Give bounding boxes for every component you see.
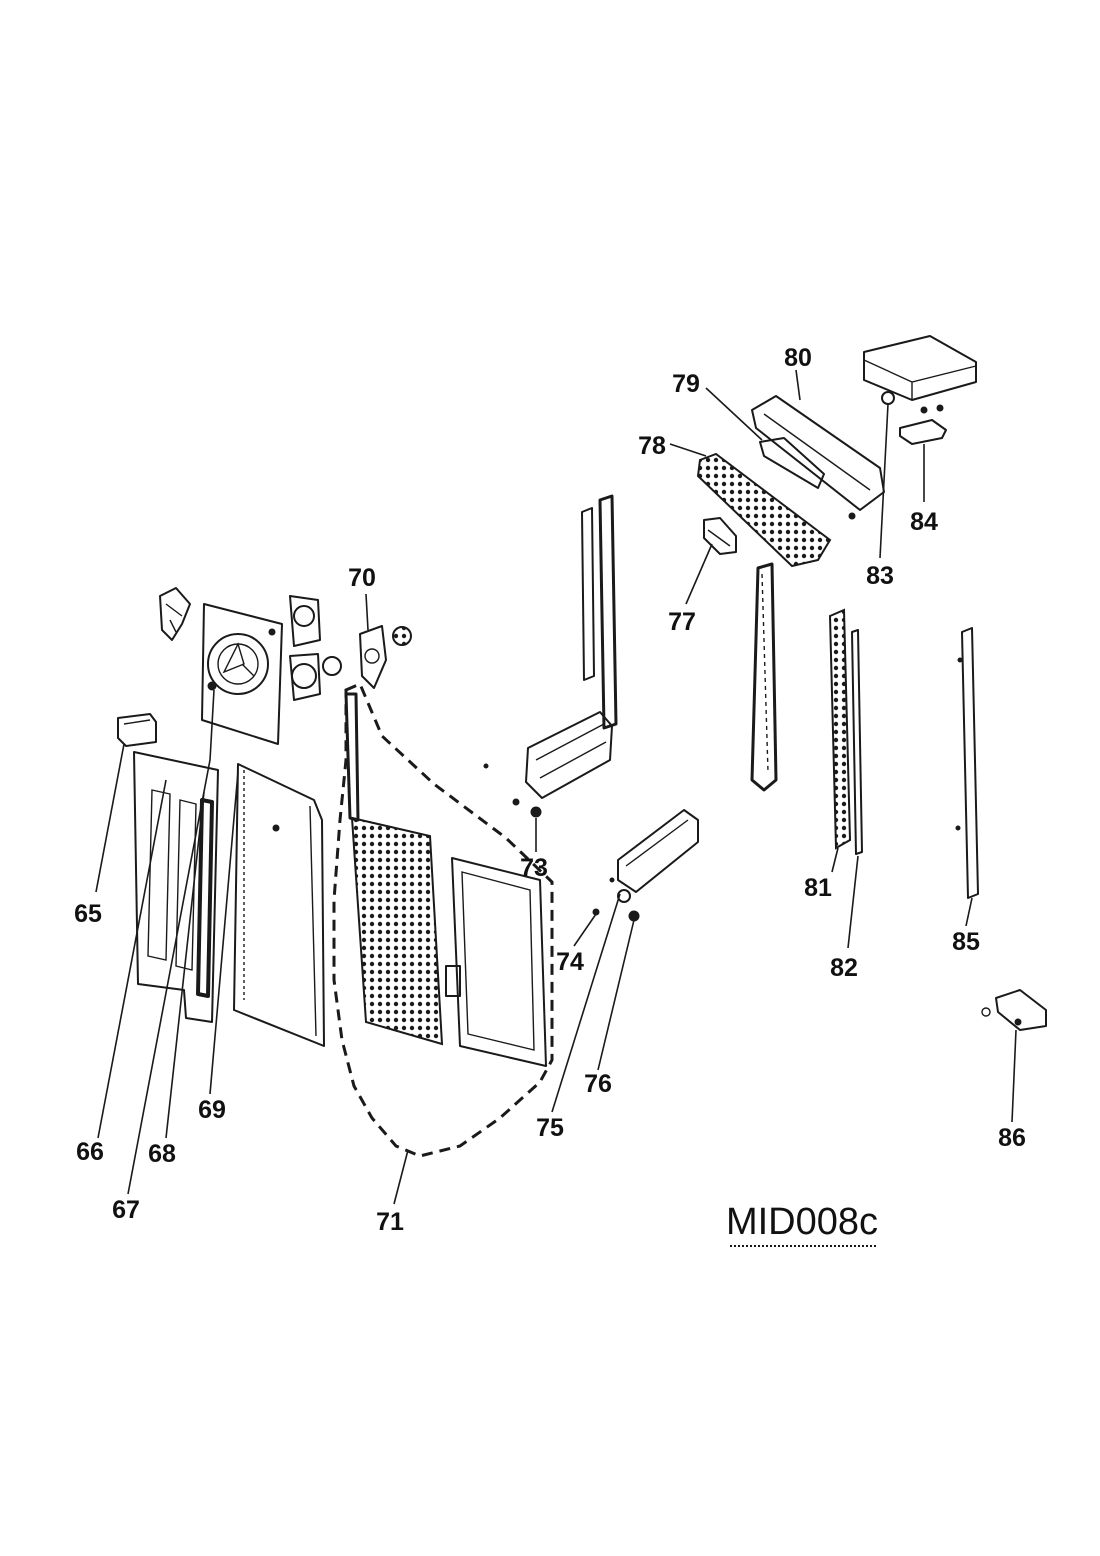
part-78-grille <box>696 452 832 568</box>
diagram-code-text: MID008c <box>726 1201 878 1243</box>
part-85-side-rail <box>955 627 979 899</box>
callout-67: 67 <box>112 1196 140 1224</box>
motor-parts <box>289 595 412 701</box>
part-77-clip <box>703 517 737 555</box>
callout-65: 65 <box>74 900 102 928</box>
callout-labels: 65 66 67 68 69 70 71 73 74 75 76 77 78 7… <box>74 344 1026 1236</box>
vertical-gasket <box>750 562 778 792</box>
diagram-code: MID008c <box>726 1201 878 1247</box>
fan-housing-assembly <box>159 587 283 745</box>
callout-69: 69 <box>198 1096 226 1124</box>
callout-82: 82 <box>830 954 858 982</box>
callout-80: 80 <box>784 344 812 372</box>
part-66-68-front-frame <box>133 751 219 1023</box>
part-69-panel <box>233 763 325 1047</box>
callout-79: 79 <box>672 370 700 398</box>
part-83-84-control-box <box>863 335 977 445</box>
part-86-bracket <box>981 989 1047 1031</box>
callout-76: 76 <box>584 1070 612 1098</box>
callout-71: 71 <box>376 1208 404 1236</box>
callout-68: 68 <box>148 1140 176 1168</box>
callout-74: 74 <box>556 948 584 976</box>
part-81-82-strips <box>828 608 863 855</box>
callout-85: 85 <box>952 928 980 956</box>
part-65-bracket <box>117 713 157 747</box>
callout-86: 86 <box>998 1124 1026 1152</box>
part-71-control-board <box>332 682 554 1158</box>
part-74-76-side-bracket <box>592 809 699 922</box>
callout-77: 77 <box>668 608 696 636</box>
callout-84: 84 <box>910 508 938 536</box>
part-73-rail-bracket <box>483 494 618 818</box>
callout-66: 66 <box>76 1138 104 1166</box>
callout-73: 73 <box>520 854 548 882</box>
leader-lines <box>95 369 1017 1205</box>
callout-83: 83 <box>866 562 894 590</box>
callout-81: 81 <box>804 874 832 902</box>
callout-70: 70 <box>348 564 376 592</box>
callout-75: 75 <box>536 1114 564 1142</box>
callout-78: 78 <box>638 432 666 460</box>
